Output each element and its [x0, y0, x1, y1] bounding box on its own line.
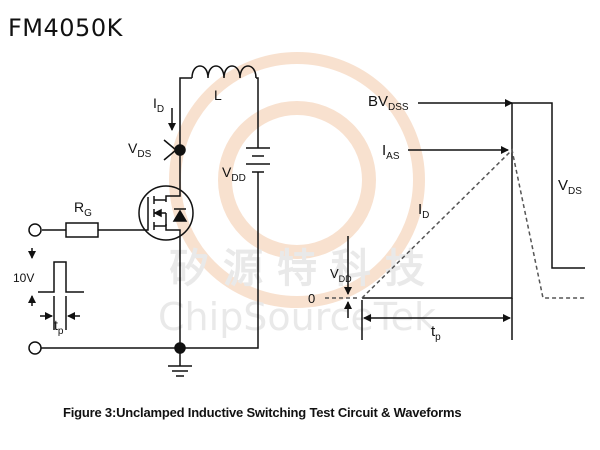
vds-waveform — [362, 102, 585, 299]
body-diode-triangle — [172, 209, 188, 222]
circuit-tp-label: tp — [54, 317, 64, 337]
circuit-pulse-amp-label: 10V — [13, 271, 34, 285]
test-circuit — [28, 65, 270, 377]
wire-gate-to-mosfet — [98, 229, 149, 231]
circuit-rg-label: RG — [74, 199, 92, 219]
mosfet-source-lead — [165, 224, 181, 348]
input-pulse — [38, 261, 84, 293]
input-terminal-top — [28, 223, 42, 237]
watermark: 矽 源 特 科 技 ChipSourceTek — [158, 52, 436, 339]
watermark-cn: 矽 源 特 科 技 — [169, 246, 425, 292]
watermark-en: ChipSourceTek — [158, 295, 436, 339]
wire-drain-up — [179, 77, 192, 150]
wire-right-rail-lower — [180, 172, 259, 349]
wave-id-label: ID — [418, 201, 429, 221]
circuit-id-label: ID — [153, 95, 164, 115]
mosfet-drain-lead — [165, 150, 181, 202]
input-terminal-bottom — [28, 341, 42, 355]
wave-zero-label: 0 — [308, 291, 315, 306]
gate-resistor — [65, 222, 99, 238]
wave-tp-label: tp — [431, 323, 441, 343]
wave-vds-label: VDS — [558, 177, 582, 197]
figure-caption: Figure 3:Unclamped Inductive Switching T… — [63, 405, 462, 420]
mosfet-body-arrow — [153, 208, 162, 218]
wire-right-rail — [256, 77, 259, 148]
node-drain — [174, 144, 186, 156]
watermark-ring-inner — [218, 101, 376, 259]
page-title: FM4050K — [8, 14, 123, 42]
id-waveform — [361, 148, 585, 299]
vds-probe-2 — [163, 149, 177, 161]
wave-vdd-label: VDD — [330, 266, 352, 284]
circuit-vdd-label: VDD — [222, 164, 246, 184]
vds-probe-1 — [163, 139, 177, 151]
circuit-vds-label: VDS — [128, 140, 152, 160]
wave-ias-label: IAS — [382, 142, 400, 162]
watermark-ring-outer — [169, 52, 425, 308]
circuit-l-label: L — [214, 87, 222, 103]
wave-bvdss-label: BVDSS — [368, 93, 409, 113]
mosfet-body — [138, 185, 194, 241]
inductor-coil — [191, 65, 257, 79]
waveforms — [325, 99, 585, 340]
